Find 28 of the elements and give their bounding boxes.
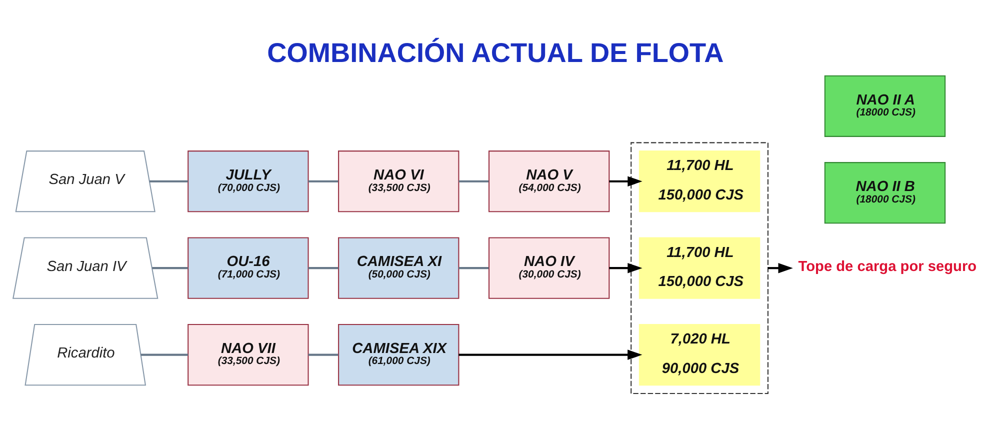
connector bbox=[308, 267, 338, 270]
node-box: NAO VII (33,500 CJS) bbox=[188, 324, 309, 386]
node-box: NAO II B (18000 CJS) bbox=[824, 162, 946, 224]
node-box: 11,700 HL 150,000 CJS bbox=[638, 237, 760, 299]
arrow bbox=[609, 262, 642, 274]
connector bbox=[152, 267, 188, 270]
connector bbox=[458, 180, 489, 182]
connector bbox=[140, 354, 188, 356]
arrow bbox=[458, 350, 642, 360]
diagram-title: COMBINACIÓN ACTUAL DE FLOTA bbox=[267, 37, 724, 68]
node-box: NAO IV (30,000 CJS) bbox=[488, 237, 610, 299]
node-box: OU-16 (71,000 CJS) bbox=[188, 237, 309, 299]
node-text: Tope de carga por seguro bbox=[798, 258, 977, 275]
connector bbox=[458, 267, 489, 270]
node-box: NAO V (54,000 CJS) bbox=[488, 150, 610, 212]
node-box: NAO VI (33,500 CJS) bbox=[338, 150, 460, 212]
connector bbox=[308, 354, 338, 356]
node-box: CAMISEA XIX (61,000 CJS) bbox=[338, 324, 460, 386]
node-box: NAO II A (18000 CJS) bbox=[824, 75, 946, 137]
arrow bbox=[768, 262, 793, 274]
node-box: JULLY (70,000 CJS) bbox=[188, 150, 309, 212]
node-box: 7,020 HL 90,000 CJS bbox=[638, 324, 760, 386]
connector bbox=[149, 180, 188, 182]
arrow bbox=[609, 176, 642, 186]
node-box: CAMISEA XI (50,000 CJS) bbox=[338, 237, 460, 299]
cluster bbox=[630, 142, 768, 394]
node-box: 11,700 HL 150,000 CJS bbox=[638, 150, 760, 212]
connector bbox=[308, 180, 338, 182]
